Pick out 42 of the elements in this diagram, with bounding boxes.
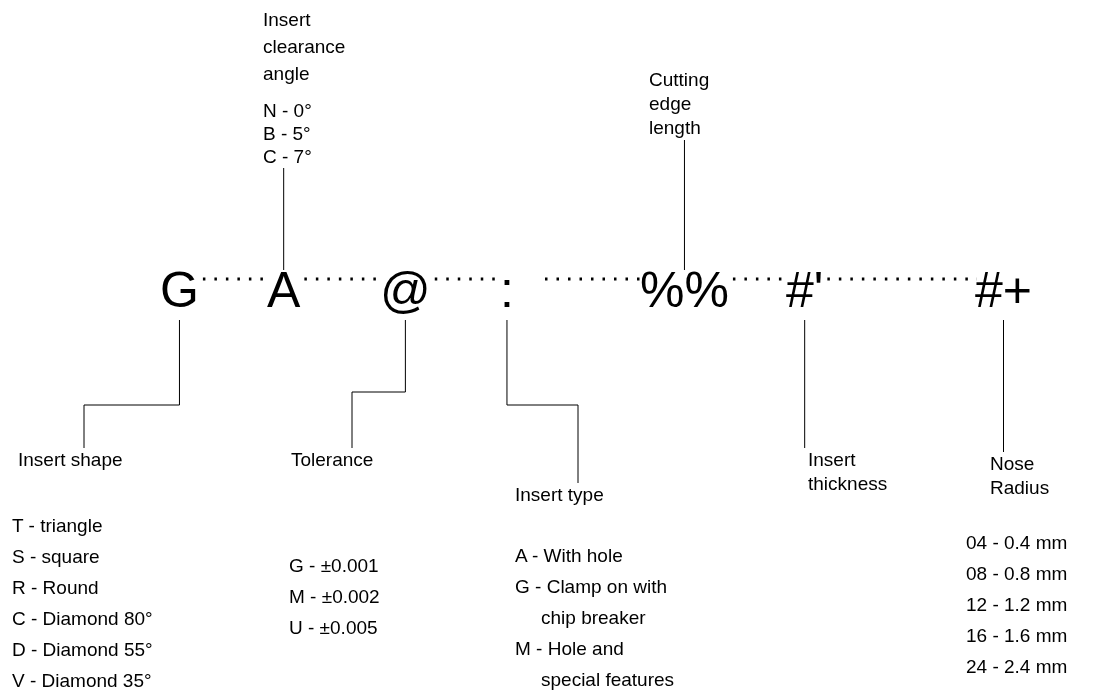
code-value: A - With hole [515,544,624,568]
code-letter: %% [640,262,729,318]
leader-line [804,319,806,449]
field-heading: Cutting edge length [649,68,711,140]
code-value: M - ±0.002 [289,585,380,609]
code-value: 08 - 0.8 mm [966,562,1068,586]
leader-line [351,319,406,449]
field-heading: Insert thickness [807,448,889,496]
code-value: G - Clamp on with chip breaker [515,575,669,630]
dotted-line [545,277,642,281]
field-heading: Tolerance [290,448,375,472]
field-heading: Nose Radius [989,452,1051,500]
leader-line [283,167,285,271]
code-value: C - 7° [263,145,313,168]
code-value: U - ±0.005 [289,616,379,640]
leader-line [506,319,579,484]
leader-line [83,319,180,449]
code-value: S - square [12,545,101,569]
code-value: B - 5° [263,122,312,145]
code-letter: A [267,262,301,318]
code-value: C - Diamond 80° [12,607,153,631]
code-letter: #+ [975,262,1032,318]
code-value: T - triangle [12,514,104,538]
field-heading: Insert shape [17,448,124,472]
code-value: 16 - 1.6 mm [966,624,1068,648]
code-letter: @ [380,262,431,318]
code-value: G - ±0.001 [289,554,380,578]
field-heading: Insert type [515,483,605,507]
code-value: 04 - 0.4 mm [966,531,1068,555]
code-value: M - Hole and special features [515,637,676,692]
code-letter: #' [786,262,824,318]
leader-line [1003,319,1004,453]
code-value: N - 0° [263,99,313,122]
code-value: 12 - 1.2 mm [966,593,1068,617]
code-letter: : [500,262,514,318]
leader-line [683,139,685,271]
field-heading: Insert clearance angle [263,8,347,86]
code-letter: G [160,262,199,318]
code-value: R - Round [12,576,100,600]
code-value: D - Diamond 55° [12,638,153,662]
code-value: V - Diamond 35° [12,669,153,693]
code-value: 24 - 2.4 mm [966,655,1068,679]
